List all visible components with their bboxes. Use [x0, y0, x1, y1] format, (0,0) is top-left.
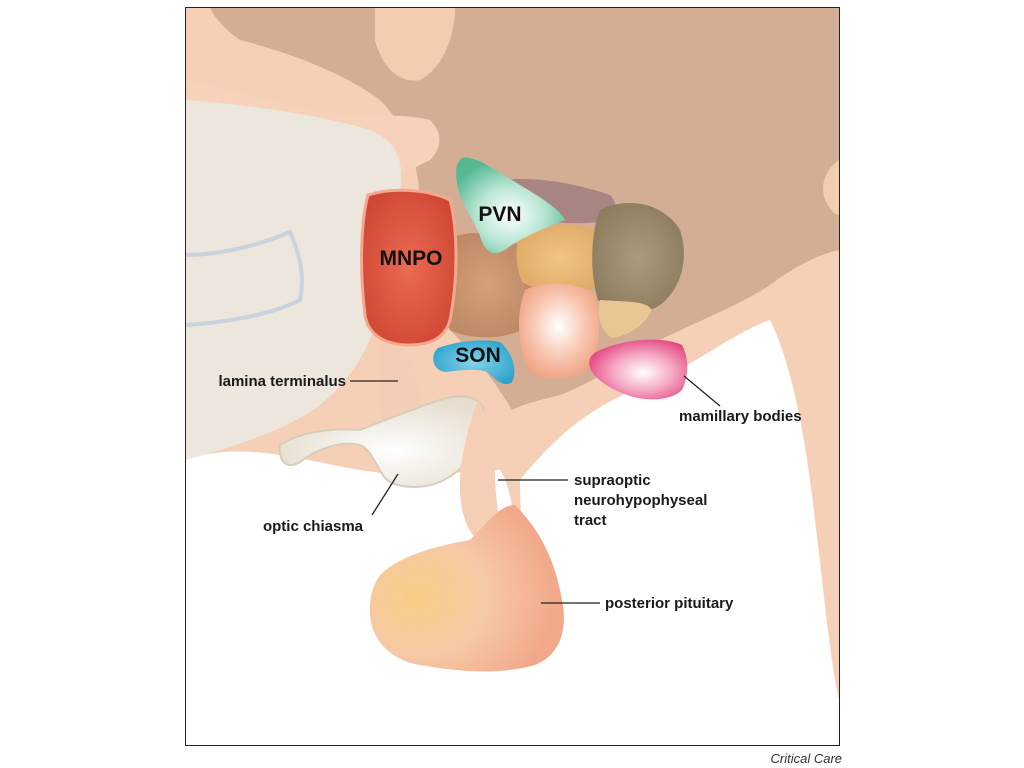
- nucleus-olive: [592, 202, 684, 314]
- son-nucleus: [433, 340, 515, 385]
- pvn-nucleus: [456, 157, 565, 254]
- nucleus-yellow: [516, 224, 605, 293]
- mnpo-nucleus: [360, 188, 458, 347]
- pituitary-stalk: [459, 400, 520, 560]
- light-tissue-bulge: [375, 8, 455, 81]
- nucleus-pink: [518, 283, 600, 379]
- mamillary-bodies-label: mamillary bodies: [679, 408, 802, 425]
- source-credit: Critical Care: [770, 751, 842, 766]
- supraoptic-label-line1: supraoptic: [574, 472, 651, 489]
- optic-chiasma: [278, 395, 486, 488]
- posterior-pituitary: [369, 505, 564, 672]
- light-tissue-right-notch: [823, 160, 839, 215]
- lamina-terminalus-label: lamina terminalus: [218, 373, 346, 390]
- posterior-pituitary-label: posterior pituitary: [605, 595, 734, 612]
- grey-region: [186, 100, 402, 460]
- supraoptic-label-line3: tract: [574, 512, 607, 529]
- supraoptic-label-line2: neurohypophyseal: [574, 492, 707, 509]
- grey-region-outline: [186, 229, 304, 327]
- pvn-label: PVN: [478, 203, 521, 226]
- nucleus-brown: [440, 233, 533, 338]
- white-space-right: [520, 320, 839, 745]
- nucleus-tan: [598, 300, 652, 338]
- son-label: SON: [455, 344, 501, 367]
- mamillary-bodies-leader: [683, 375, 721, 407]
- mamillary-bodies: [589, 339, 688, 400]
- optic-chiasma-leader: [371, 473, 399, 516]
- mnpo-label: MNPO: [380, 247, 443, 270]
- optic-chiasma-label: optic chiasma: [263, 518, 364, 535]
